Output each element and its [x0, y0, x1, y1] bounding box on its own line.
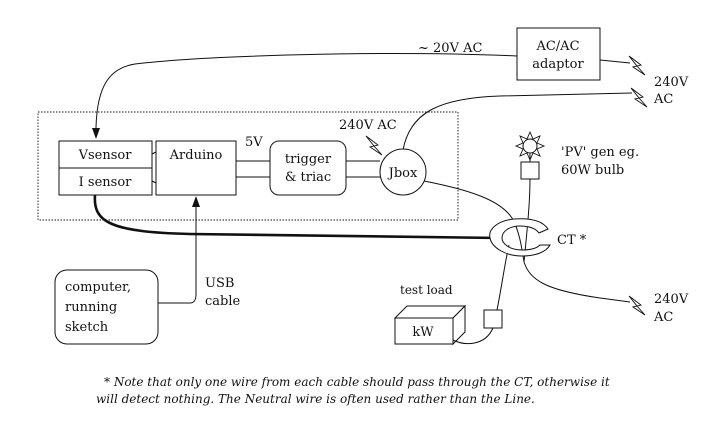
jbox-circle	[379, 148, 427, 196]
jbox-mains-wire	[402, 92, 633, 151]
adaptor-label-2: adaptor	[532, 57, 584, 72]
load-socket	[483, 309, 503, 329]
triac-240v-label: 240V AC	[339, 118, 397, 133]
vsensor-label: Vsensor	[78, 148, 133, 163]
ct-label: CT *	[557, 233, 587, 248]
pv-label-2: 60W bulb	[561, 163, 624, 178]
pv-label-1: 'PV' gen eg.	[561, 145, 639, 160]
adaptor-mains-wire	[599, 59, 631, 64]
acac-adaptor-box	[516, 27, 601, 81]
jbox-label: Jbox	[387, 166, 418, 181]
trigger-label-2: & triac	[285, 170, 331, 185]
jbox-to-ct-wire	[423, 180, 525, 263]
lightning-bolt-icon	[628, 55, 646, 76]
adaptor-label-1: AC/AC	[535, 39, 579, 54]
lightning-bolt-icon	[628, 295, 646, 316]
enclosure-boundary	[37, 111, 459, 221]
computer-label-2: running	[65, 300, 117, 315]
mains-bottom-240v: 240V	[654, 292, 689, 307]
footnote-line-1: * Note that only one wire from each cabl…	[104, 375, 610, 389]
isensor-box	[58, 167, 153, 196]
test-load-box	[393, 304, 467, 346]
adaptor-to-vsensor-wire	[95, 53, 518, 129]
usb-cable-wire	[158, 206, 197, 304]
usb-label-1: USB	[205, 276, 234, 291]
five-v-label: 5V	[245, 135, 263, 150]
isensor-label: I sensor	[79, 175, 133, 190]
usb-arrowhead	[192, 196, 200, 207]
mains-top-240v: 240V	[654, 75, 689, 90]
computer-label-1: computer,	[65, 280, 131, 295]
computer-label-3: sketch	[65, 320, 109, 335]
mains-bottom-ac: AC	[653, 310, 673, 325]
trigger-label-1: trigger	[285, 152, 332, 167]
arduino-label: Arduino	[169, 148, 223, 163]
ct-to-mains-wire	[523, 261, 631, 303]
ct-signal-cable	[93, 194, 501, 240]
adaptor-output-label: ~ 20V AC	[418, 41, 482, 56]
lightning-bolt-icon	[630, 87, 648, 108]
arduino-box	[155, 140, 237, 196]
trigger-triac-box	[269, 140, 347, 196]
ct-to-load-wire	[496, 244, 510, 311]
kw-label: kW	[412, 325, 434, 340]
computer-box	[54, 269, 159, 345]
light-bulb-icon	[514, 130, 546, 180]
mains-top-ac: AC	[653, 92, 673, 107]
lightning-bolt-icon	[365, 135, 383, 156]
footnote-line-2: will detect nothing. The Neutral wire is…	[96, 392, 535, 406]
current-transformer	[489, 218, 551, 257]
test-load-label: test load	[400, 283, 453, 297]
load-socket-wire	[452, 327, 494, 345]
usb-label-2: cable	[205, 294, 241, 309]
vsensor-arrowhead	[92, 128, 100, 139]
